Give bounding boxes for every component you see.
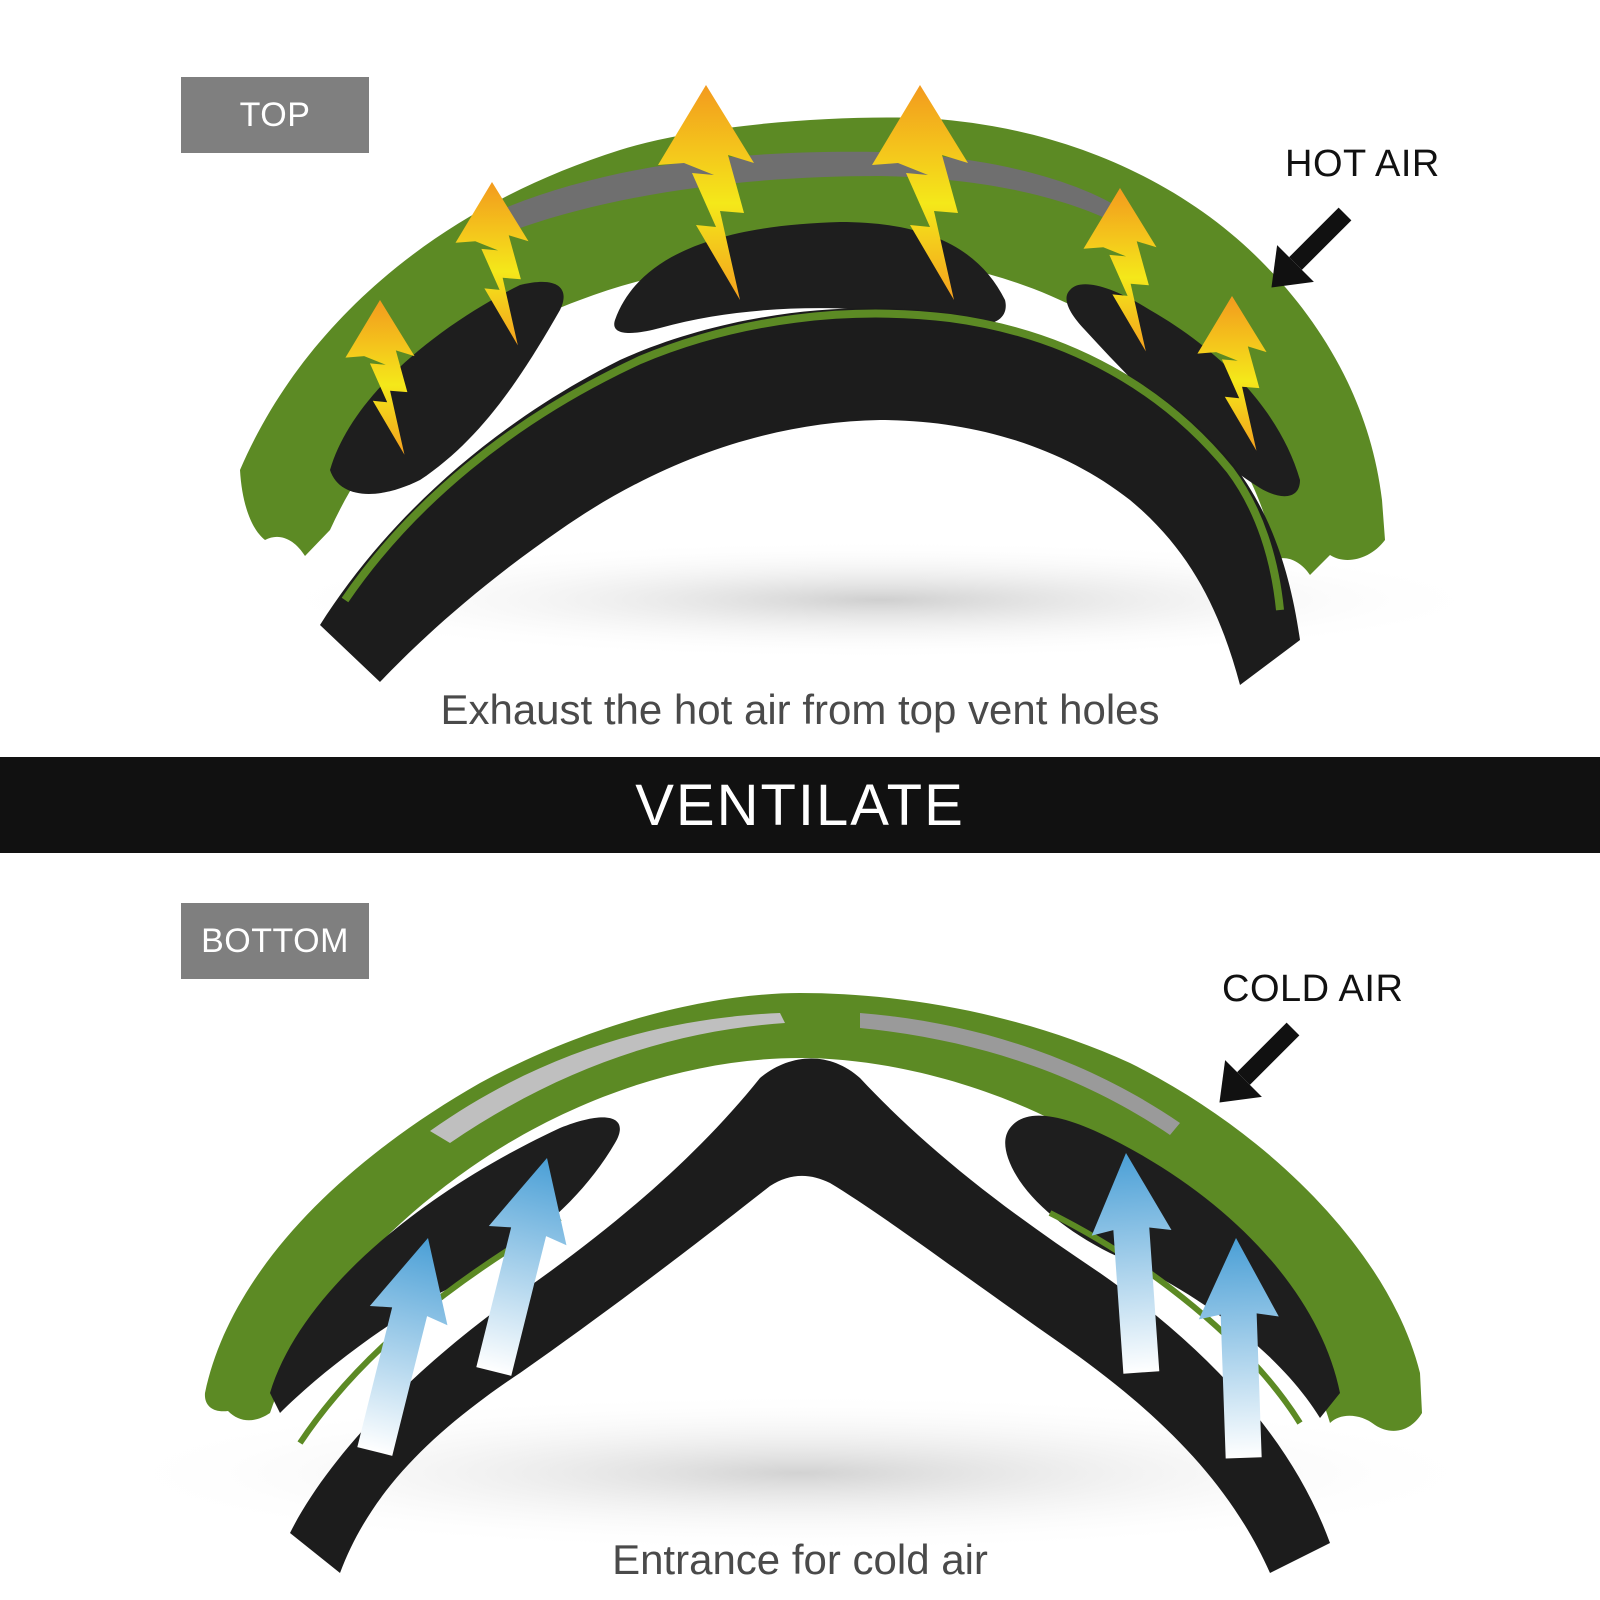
floor-shadow — [100, 1393, 1500, 1553]
foam-band-green-trim — [1048, 1210, 1303, 1425]
foam-band-green-trim — [341, 309, 1284, 611]
goggle-bottom-illustration — [100, 993, 1500, 1573]
hot-air-arrow-icon — [1197, 296, 1267, 451]
cold-air-arrows — [357, 1153, 1279, 1459]
vent-opening-left — [330, 281, 564, 494]
hot-air-pointer-arrow — [1271, 207, 1352, 288]
bottom-caption: Entrance for cold air — [612, 1536, 988, 1583]
top-caption: Exhaust the hot air from top vent holes — [440, 686, 1160, 733]
hot-air-label: HOT AIR — [1285, 143, 1440, 185]
bottom-section-tag: BOTTOM — [181, 903, 369, 979]
cold-air-pointer-arrow — [1219, 1022, 1300, 1103]
hot-air-arrow-icon — [1083, 188, 1157, 352]
lens-edge — [430, 1013, 785, 1143]
cold-air-arrow-icon — [1198, 1238, 1279, 1459]
hot-air-arrow-icon — [345, 300, 415, 455]
title-band: VENTILATE — [0, 757, 1600, 853]
cold-air-label: COLD AIR — [1222, 968, 1404, 1010]
page-title: VENTILATE — [635, 772, 965, 838]
cold-air-arrow-icon — [1091, 1153, 1172, 1374]
goggle-top-illustration — [240, 85, 1500, 685]
vent-opening-right — [1066, 284, 1300, 497]
bottom-view-panel: BOTTOM COLD AIR Entrance for cold air — [0, 853, 1600, 1600]
floor-shadow — [260, 540, 1500, 660]
top-section-tag: TOP — [181, 77, 369, 153]
lens-edge — [860, 1013, 1180, 1135]
top-view-panel: TOP HOT AIR Exhaust the hot air from top… — [0, 0, 1600, 757]
hot-air-arrows — [345, 85, 1267, 455]
hot-air-arrow-icon — [658, 85, 754, 300]
cold-air-arrow-icon — [357, 1238, 448, 1456]
hot-air-arrow-icon — [872, 85, 968, 300]
hot-air-arrow-icon — [455, 182, 529, 346]
cold-air-arrow-icon — [476, 1158, 567, 1376]
lens-edge — [500, 151, 1130, 228]
